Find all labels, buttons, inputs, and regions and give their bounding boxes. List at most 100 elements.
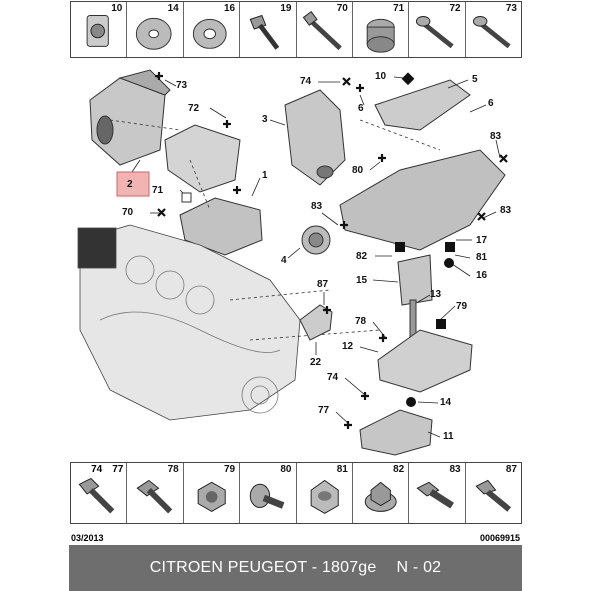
callout-10: 10 bbox=[375, 71, 387, 82]
parts-strip-top: 10 14 16 19 70 71 72 73 bbox=[70, 1, 522, 58]
mount-1 bbox=[179, 197, 263, 256]
callout-80: 80 bbox=[352, 165, 364, 176]
tray-12 bbox=[377, 329, 473, 393]
part-number: 14 bbox=[167, 3, 179, 14]
hex-bolt-icon bbox=[78, 477, 115, 514]
part-cell-83[interactable]: 83 bbox=[409, 463, 466, 523]
flange-nut-icon bbox=[364, 481, 397, 512]
flange-bolt-icon bbox=[416, 15, 454, 49]
part-cell-78[interactable]: 78 bbox=[127, 463, 184, 523]
bracket-nut-icon bbox=[86, 15, 109, 47]
part-number: 79 bbox=[224, 464, 236, 475]
part-cell-74-77[interactable]: 74 77 bbox=[71, 463, 128, 523]
part-cell-79[interactable]: 79 bbox=[184, 463, 241, 523]
engine-mount-2 bbox=[89, 69, 171, 166]
part-cell-71[interactable]: 71 bbox=[353, 2, 410, 57]
callout-13: 13 bbox=[430, 289, 442, 300]
part-cell-10[interactable]: 10 bbox=[71, 2, 128, 57]
callout-83: 83 bbox=[490, 131, 502, 142]
long-bolt-icon bbox=[302, 10, 342, 51]
part-number: 83 bbox=[449, 464, 461, 475]
parts-strip-bottom: 74 77 78 79 80 81 82 83 87 bbox=[70, 462, 522, 524]
callout-2: 2 bbox=[127, 179, 133, 190]
part-cell-80[interactable]: 80 bbox=[240, 463, 297, 523]
callout-81: 81 bbox=[476, 252, 488, 263]
callout-22: 22 bbox=[310, 357, 322, 368]
part-cell-70[interactable]: 70 bbox=[297, 2, 353, 57]
part-number: 81 bbox=[336, 464, 348, 475]
washer-icon bbox=[192, 18, 227, 49]
exploded-diagram bbox=[77, 69, 508, 456]
callout-74b: 74 bbox=[327, 372, 339, 383]
callout-3: 3 bbox=[262, 114, 268, 125]
bolt-icon bbox=[249, 14, 280, 50]
part-number: 80 bbox=[280, 464, 292, 475]
part-number: 82 bbox=[393, 464, 405, 475]
stud-nut-icon bbox=[136, 479, 173, 514]
callout-83b: 83 bbox=[500, 205, 512, 216]
callout-70: 70 bbox=[122, 207, 134, 218]
part-cell-14[interactable]: 14 bbox=[127, 2, 184, 57]
part-number: 19 bbox=[280, 3, 292, 14]
callout-74: 74 bbox=[300, 76, 312, 87]
footer-date: 03/2013 bbox=[71, 533, 104, 543]
callout-16: 16 bbox=[476, 270, 488, 281]
part-number: 16 bbox=[224, 3, 236, 14]
flange-bolt-icon bbox=[416, 481, 455, 509]
hex-nut-icon bbox=[310, 479, 339, 514]
flange-bolt-icon bbox=[472, 15, 511, 49]
callout-15: 15 bbox=[356, 275, 368, 286]
banner-page: N - 02 bbox=[396, 559, 442, 576]
part-number: 78 bbox=[167, 464, 179, 475]
bracket-15 bbox=[397, 254, 433, 306]
part-cell-81[interactable]: 81 bbox=[297, 463, 353, 523]
part-cell-87[interactable]: 87 bbox=[466, 463, 521, 523]
footer-code: 00069915 bbox=[479, 533, 520, 543]
callout-4: 4 bbox=[281, 255, 287, 266]
part-number: 10 bbox=[111, 3, 123, 14]
bushing-4 bbox=[301, 225, 331, 255]
part-number-pair: 74 77 bbox=[91, 464, 123, 475]
callout-79: 79 bbox=[456, 301, 468, 312]
callout-6b: 6 bbox=[488, 98, 494, 109]
callout-87: 87 bbox=[317, 279, 329, 290]
bracket-72 bbox=[164, 124, 241, 193]
callout-14: 14 bbox=[440, 397, 452, 408]
callout-82: 82 bbox=[356, 251, 368, 262]
mount-3 bbox=[284, 89, 346, 186]
callout-72: 72 bbox=[188, 103, 200, 114]
part-cell-73[interactable]: 73 bbox=[466, 2, 521, 57]
title-banner: CITROEN PEUGEOT - 1807ge N - 02 bbox=[69, 545, 522, 591]
flange-bolt-icon bbox=[475, 479, 511, 512]
part-cell-19[interactable]: 19 bbox=[240, 2, 297, 57]
banner-brand: CITROEN PEUGEOT - 1807ge bbox=[149, 559, 377, 576]
part-number: 77 bbox=[112, 464, 124, 475]
callout-11: 11 bbox=[443, 431, 454, 442]
callout-6: 6 bbox=[358, 103, 364, 114]
part-number: 73 bbox=[505, 3, 517, 14]
link-5 bbox=[374, 79, 471, 131]
flange-screw-icon bbox=[249, 483, 285, 509]
callout-77: 77 bbox=[318, 405, 330, 416]
callout-78: 78 bbox=[355, 316, 367, 327]
callout-73: 73 bbox=[176, 80, 188, 91]
part-number: 87 bbox=[505, 464, 517, 475]
washer-icon bbox=[136, 17, 172, 50]
part-number: 70 bbox=[336, 3, 348, 14]
heat-shield-80 bbox=[339, 149, 506, 251]
callout-17: 17 bbox=[476, 235, 488, 246]
engine-block bbox=[77, 224, 301, 421]
bushing-icon bbox=[366, 18, 395, 53]
part-number: 71 bbox=[393, 3, 405, 14]
part-number: 72 bbox=[449, 3, 461, 14]
callout-12: 12 bbox=[342, 341, 354, 352]
callout-71: 71 bbox=[152, 185, 164, 196]
part-number: 74 bbox=[91, 464, 103, 475]
bracket-11 bbox=[359, 409, 433, 456]
callout-1: 1 bbox=[262, 170, 268, 181]
callout-83c: 83 bbox=[311, 201, 323, 212]
callout-5: 5 bbox=[472, 74, 478, 85]
part-cell-16[interactable]: 16 bbox=[184, 2, 241, 57]
part-cell-72[interactable]: 72 bbox=[409, 2, 466, 57]
part-cell-82[interactable]: 82 bbox=[353, 463, 410, 523]
